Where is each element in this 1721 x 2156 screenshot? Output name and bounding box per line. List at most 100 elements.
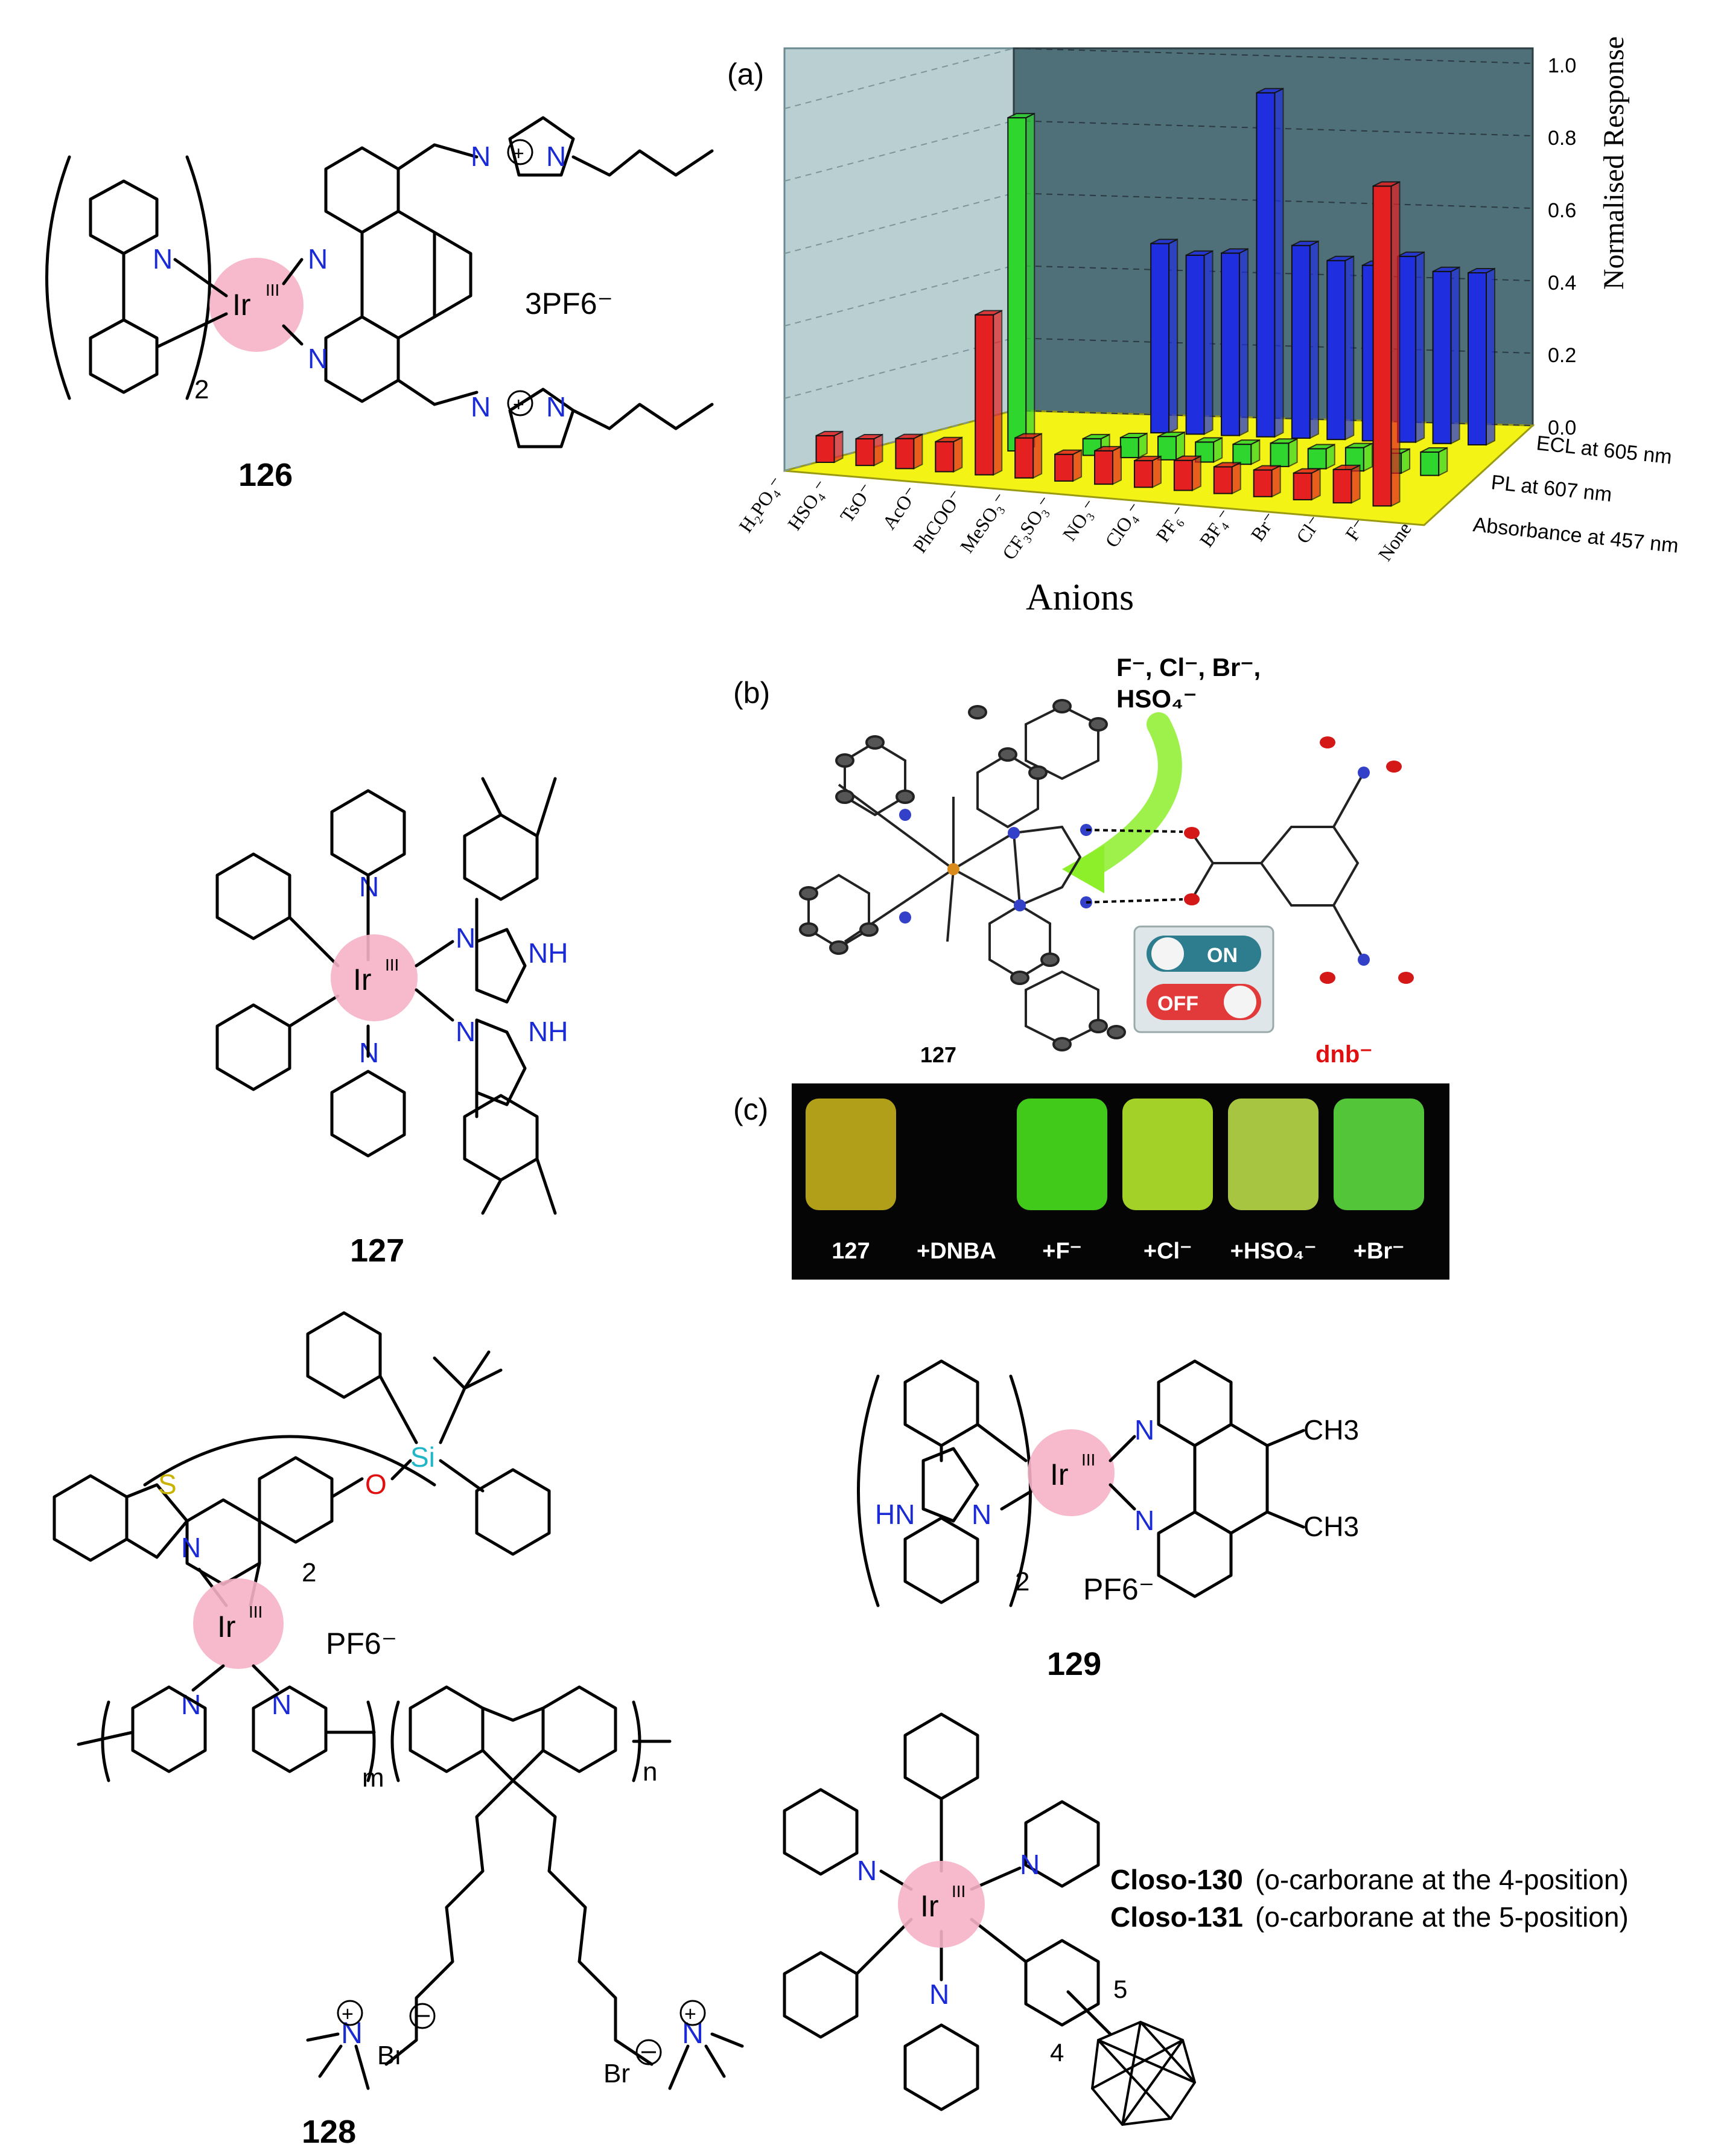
compound-label-129: 129 xyxy=(1047,1646,1101,1682)
n-atom: N xyxy=(857,1855,877,1886)
n-atom: N xyxy=(308,343,328,374)
bar xyxy=(1372,185,1392,507)
vial xyxy=(1334,1099,1424,1210)
gridline xyxy=(784,193,1014,254)
off-label: OFF xyxy=(1157,992,1198,1015)
chart-panel-a: (a) 0.00.20.40.60.81.0 H₂PO₄⁻HSO₄⁻TsO⁻Ac… xyxy=(727,36,1679,618)
o-atom: O xyxy=(365,1469,387,1500)
oxidation-label: III xyxy=(385,955,399,974)
bar xyxy=(1221,252,1240,436)
bromide: Br xyxy=(377,2041,404,2070)
bar xyxy=(895,438,915,470)
counter-ion: PF6⁻ xyxy=(326,1627,397,1660)
bar-side xyxy=(1072,449,1083,482)
n-atom: N xyxy=(972,1499,991,1530)
n-atom: N xyxy=(456,922,476,954)
bar-side xyxy=(953,436,963,473)
bar xyxy=(1133,460,1153,488)
bar-top xyxy=(1308,444,1335,450)
gridline xyxy=(784,265,1014,327)
bar-side xyxy=(913,433,923,470)
svg-text:+: + xyxy=(342,2003,354,2026)
bar xyxy=(1291,244,1311,439)
category-label: ClO₄⁻ xyxy=(1101,499,1147,551)
gridline xyxy=(784,48,1014,109)
subscript-2: 2 xyxy=(194,375,209,404)
category-label: HSO₄⁻ xyxy=(783,476,833,534)
bar-side xyxy=(1350,464,1361,504)
bar-top xyxy=(1256,88,1284,94)
bromide: Br xyxy=(603,2059,630,2088)
bar-top xyxy=(1007,113,1035,119)
bar-top xyxy=(1345,442,1373,448)
oxidation-label: III xyxy=(1081,1450,1095,1469)
bar-top xyxy=(1253,465,1281,471)
subscript-2: 2 xyxy=(1015,1567,1029,1596)
molecule-label: 127 xyxy=(920,1042,956,1067)
carborane-cage-icon xyxy=(1090,2020,1197,2126)
compound-130-131: N N N Closo-130 Ir III 4 5 Closo-130 (o-… xyxy=(783,1712,1629,2126)
bar-side xyxy=(1311,468,1321,501)
bar-side xyxy=(1344,255,1355,441)
si-atom: Si xyxy=(410,1441,435,1473)
n-atom: N xyxy=(546,391,566,423)
green-arrow-icon xyxy=(1074,712,1182,881)
n-atom: N xyxy=(153,243,173,275)
bar-top xyxy=(1195,437,1223,443)
anion-list-2: HSO₄⁻ xyxy=(1116,684,1197,713)
gridline xyxy=(784,120,1014,182)
vial-label: +Br⁻ xyxy=(1354,1239,1404,1264)
vial xyxy=(1228,1099,1319,1210)
on-label: ON xyxy=(1207,944,1238,967)
bar xyxy=(1468,272,1487,445)
bar-side xyxy=(1239,247,1249,437)
bar-side xyxy=(833,430,844,464)
vial-label: +HSO₄⁻ xyxy=(1230,1239,1317,1264)
n-atom: N xyxy=(1020,1849,1040,1880)
iridium-atom xyxy=(947,863,959,875)
bar-side xyxy=(873,433,883,467)
vial-label: 127 xyxy=(832,1239,870,1264)
svg-text:+: + xyxy=(684,2003,696,2026)
panel-tag-c: (c) xyxy=(733,1092,768,1126)
counter-ion: PF6⁻ xyxy=(1083,1572,1154,1606)
counter-ion: 3PF6⁻ xyxy=(525,287,613,321)
tick-label: 0.4 xyxy=(1548,272,1576,295)
oxidation-label: III xyxy=(249,1603,262,1621)
bar xyxy=(1014,437,1034,479)
bar xyxy=(1256,92,1276,438)
tick-label: 0.0 xyxy=(1548,416,1576,439)
bar-top xyxy=(1150,238,1178,244)
bar xyxy=(1332,468,1352,504)
bar-side xyxy=(1390,180,1401,507)
category-label: Br⁻ xyxy=(1246,508,1281,545)
bar xyxy=(1397,255,1417,443)
n-atom: N xyxy=(471,391,491,423)
n-atom: N xyxy=(308,243,328,275)
bar-side xyxy=(1415,251,1425,444)
bar xyxy=(1150,243,1170,434)
bar-top xyxy=(1157,432,1185,438)
bar-side xyxy=(993,310,1003,476)
bar-top xyxy=(1468,268,1495,273)
category-label: BF₄⁻ xyxy=(1195,505,1236,551)
bar-top xyxy=(1014,433,1042,439)
bar-top xyxy=(935,436,962,442)
category-label: TsO⁻ xyxy=(836,479,878,526)
chart-ticks: 0.00.20.40.60.81.0 xyxy=(1548,54,1576,439)
vial-label: +DNBA xyxy=(917,1239,996,1264)
tick-label: 0.6 xyxy=(1548,199,1576,222)
m-subscript: m xyxy=(362,1763,384,1793)
bar xyxy=(1432,270,1452,444)
n-atom: N xyxy=(1134,1414,1154,1446)
compound-128: S N O Si 2 Ir III PF6⁻ N N m xyxy=(52,1311,744,2150)
bar xyxy=(815,435,835,464)
bar-top xyxy=(1174,455,1201,461)
bar-top xyxy=(1293,468,1321,474)
metal-label: Ir xyxy=(217,1610,236,1644)
bar-side xyxy=(1450,266,1460,445)
bar xyxy=(1307,448,1327,470)
svg-text:+: + xyxy=(513,394,524,415)
anion-list: F⁻, Cl⁻, Br⁻, xyxy=(1116,653,1261,681)
